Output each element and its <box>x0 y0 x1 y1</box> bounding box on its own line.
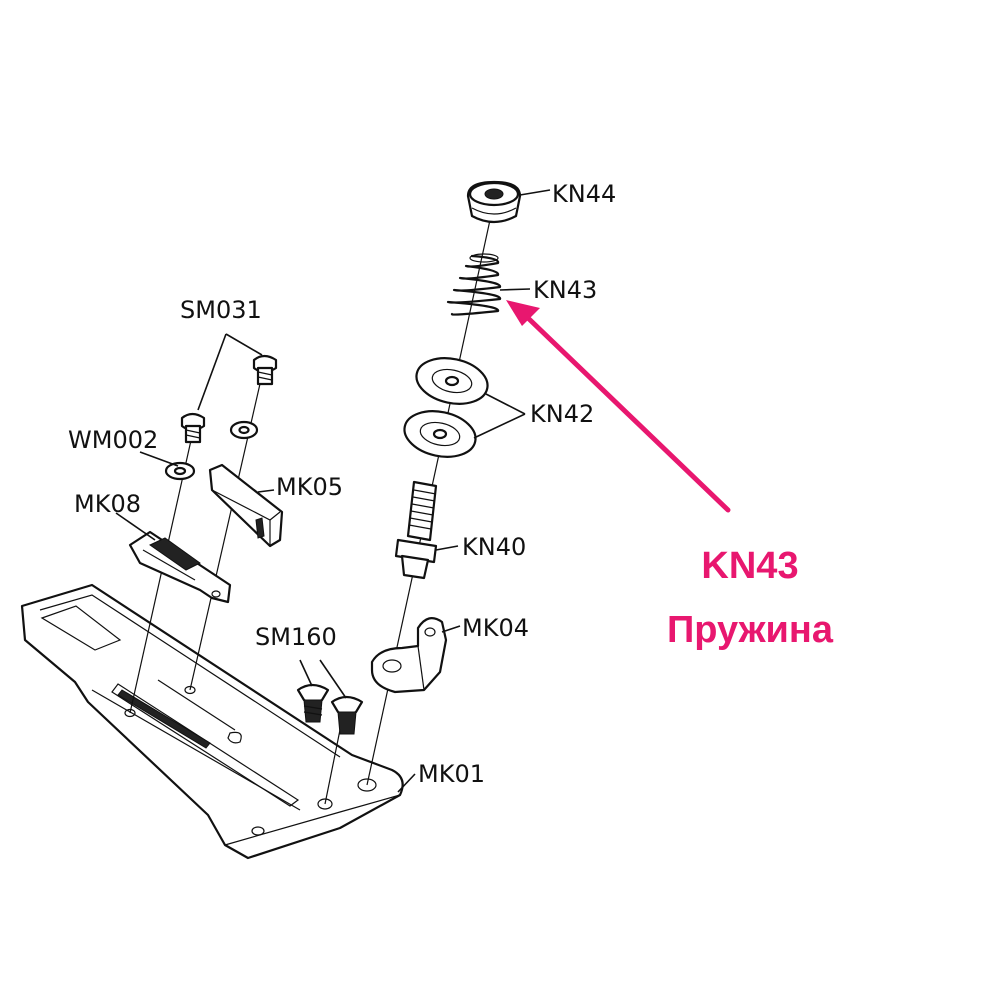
disc-kn42-upper <box>415 357 489 405</box>
label-sm160: SM160 <box>255 623 337 651</box>
slot-plate-mk08 <box>128 530 232 604</box>
base-plate-mk01 <box>20 583 404 860</box>
disc-kn42-lower <box>403 410 477 458</box>
leader-lines <box>115 189 551 793</box>
label-kn43: KN43 <box>533 276 597 304</box>
stud-kn40 <box>394 480 438 580</box>
label-kn40: KN40 <box>462 533 526 561</box>
cap-kn44 <box>466 180 522 224</box>
label-mk08: MK08 <box>74 490 141 518</box>
label-kn42: KN42 <box>530 400 594 428</box>
screw-sm160-right <box>330 695 364 735</box>
screw-sm031-right <box>252 354 278 386</box>
label-sm031: SM031 <box>180 296 262 324</box>
label-kn44: KN44 <box>552 180 616 208</box>
spring-kn43 <box>446 253 502 316</box>
washer-wm002 <box>164 461 196 481</box>
label-mk01: MK01 <box>418 760 485 788</box>
label-mk05: MK05 <box>276 473 343 501</box>
label-wm002: WM002 <box>68 426 158 454</box>
bracket-mk04 <box>370 617 448 694</box>
screw-sm160-left <box>296 683 330 723</box>
highlight-part-code: KN43 <box>701 545 798 587</box>
highlight-arrow <box>506 300 731 513</box>
washer-upper <box>229 420 259 440</box>
screw-sm031-left <box>180 412 206 444</box>
label-mk04: MK04 <box>462 614 529 642</box>
small-plate-mk05 <box>208 463 284 548</box>
highlight-part-name: Пружина <box>667 609 834 651</box>
